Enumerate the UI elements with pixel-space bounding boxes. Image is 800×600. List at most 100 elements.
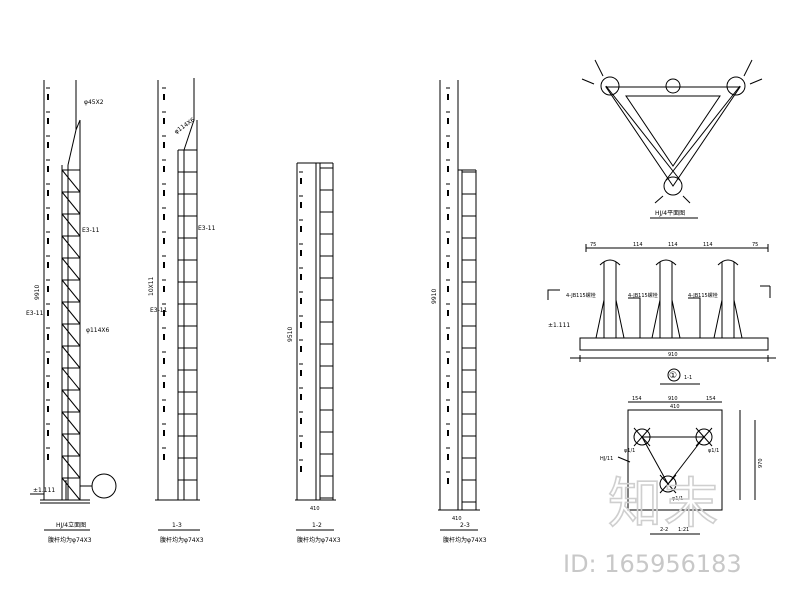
dimension-text-glyph (447, 166, 449, 172)
dimension-text-glyph (447, 382, 449, 388)
dimension-text-glyph (163, 118, 165, 124)
section-dim-3: 114 (668, 242, 678, 248)
tower-a-section-label-b: E3-11 (26, 310, 44, 317)
diagonal-brace (61, 389, 81, 413)
dimension-text-glyph (447, 478, 449, 484)
dimension-text-glyph (447, 286, 449, 292)
dimension-text-glyph (447, 190, 449, 196)
tower-b-title: 1-3 (172, 522, 182, 529)
dimension-text-glyph (47, 262, 49, 268)
dimension-text-glyph (47, 118, 49, 124)
tower-a-title: HJ/4立面图 (56, 521, 86, 529)
section-dim-2: 114 (633, 242, 643, 248)
tower-a-level-label: ±1.111 (33, 487, 55, 494)
tower-d-subtitle: 腹杆均为φ74X3 (443, 536, 487, 544)
tower-c-title: 1-2 (312, 522, 322, 529)
dimension-text-glyph (47, 454, 49, 460)
dimension-text-glyph (163, 454, 165, 460)
section-title: 1-1 (684, 375, 692, 381)
dimension-text-glyph (163, 166, 165, 172)
tower-d-rungs (462, 171, 476, 503)
tower-c-bottom-dim: 410 (310, 506, 320, 512)
dimension-text-glyph (447, 310, 449, 316)
dimension-text-glyph (300, 322, 302, 328)
plan-title: HJ/4平面图 (655, 210, 685, 217)
section-tag-mid: 4-JB115螺栓 (628, 292, 658, 299)
section-total-dim: 910 (668, 352, 678, 358)
watermark-id: ID: 165956183 (563, 550, 742, 578)
diagonal-brace (61, 169, 81, 193)
watermark: 知末 ID: 165956183 (563, 471, 742, 578)
tower-a-pipe-top-label: φ45X2 (84, 99, 104, 106)
dimension-text-glyph (447, 358, 449, 364)
dimension-text-glyph (300, 394, 302, 400)
dimension-text-glyph (163, 310, 165, 316)
dimension-text-glyph (163, 334, 165, 340)
tower-b-rungs (178, 149, 197, 481)
section-dim-5: 75 (752, 242, 758, 248)
dimension-text-glyph (47, 166, 49, 172)
dimension-text-glyph (47, 238, 49, 244)
section-labels: 75 114 114 114 75 4-JB115螺栓 4-JB115螺栓 4-… (548, 242, 758, 381)
dimension-text-glyph (47, 190, 49, 196)
dimension-text-glyph (300, 274, 302, 280)
tower-b-elevation (155, 78, 200, 501)
section-dim-4: 114 (703, 242, 713, 248)
dimension-text-glyph (447, 430, 449, 436)
base-plan (617, 401, 756, 535)
dimension-text-glyph (163, 358, 165, 364)
dimension-text-glyph (47, 382, 49, 388)
dimension-text-glyph (163, 214, 165, 220)
watermark-brand: 知末 (608, 472, 720, 535)
tower-d-labels: 9910 410 2-3 腹杆均为φ74X3 (431, 289, 487, 544)
dimension-text-glyph (300, 298, 302, 304)
dimension-text-glyph (300, 250, 302, 256)
tower-c-subtitle: 腹杆均为φ74X3 (297, 536, 341, 544)
tower-d-dimension-ticks (446, 87, 450, 484)
tower-a-dimension-ticks (46, 87, 50, 460)
dimension-text-glyph (447, 118, 449, 124)
tower-c-elevation (295, 162, 336, 501)
base-dim-mid: 410 (670, 404, 680, 410)
section-1-1 (547, 244, 776, 385)
base-plan-labels: 154 910 154 410 970 HJ/11 φ1/1 φ1/1 φ1/1… (600, 396, 764, 533)
tower-b-pipe-top-label: φ114X6 (173, 116, 196, 135)
dimension-text-glyph (300, 178, 302, 184)
dimension-text-glyph (47, 310, 49, 316)
base-dim-side: 970 (758, 458, 764, 468)
dimension-text-glyph (163, 382, 165, 388)
dimension-text-glyph (47, 286, 49, 292)
dimension-text-glyph (47, 94, 49, 100)
section-level: ±1.111 (548, 322, 570, 329)
section-tag-left: 4-JB115螺栓 (566, 292, 596, 299)
dimension-text-glyph (447, 238, 449, 244)
tower-b-dimension-ticks (162, 87, 166, 460)
base-label-c: φ1/1 (672, 496, 683, 502)
tower-c-labels: 9510 410 1-2 腹杆均为φ74X3 (287, 327, 341, 544)
dimension-text-glyph (47, 430, 49, 436)
tower-b-section-label-a: E3-11 (198, 225, 216, 232)
dimension-text-glyph (447, 262, 449, 268)
tower-a-pipe-mid-label: φ114X6 (86, 327, 110, 334)
tower-b-subtitle: 腹杆均为φ74X3 (160, 536, 204, 544)
tower-d-elevation (438, 80, 480, 511)
dimension-text-glyph (163, 406, 165, 412)
tower-d-bottom-dim: 410 (452, 516, 462, 522)
diagonal-brace (61, 191, 81, 215)
dimension-text-glyph (163, 430, 165, 436)
base-dim-center: 910 (668, 396, 678, 402)
dimension-text-glyph (447, 94, 449, 100)
dimension-text-glyph (47, 406, 49, 412)
tower-c-dimension-ticks (299, 171, 303, 472)
diagonal-brace (61, 257, 81, 281)
diagonal-brace (61, 455, 81, 479)
tower-a-rungs (61, 169, 81, 501)
diagonal-brace (61, 279, 81, 303)
dimension-text-glyph (300, 442, 302, 448)
dimension-text-glyph (447, 406, 449, 412)
dimension-text-glyph (163, 142, 165, 148)
dimension-text-glyph (447, 454, 449, 460)
section-tag-right: 4-JB115螺栓 (688, 292, 718, 299)
diagonal-brace (61, 213, 81, 237)
